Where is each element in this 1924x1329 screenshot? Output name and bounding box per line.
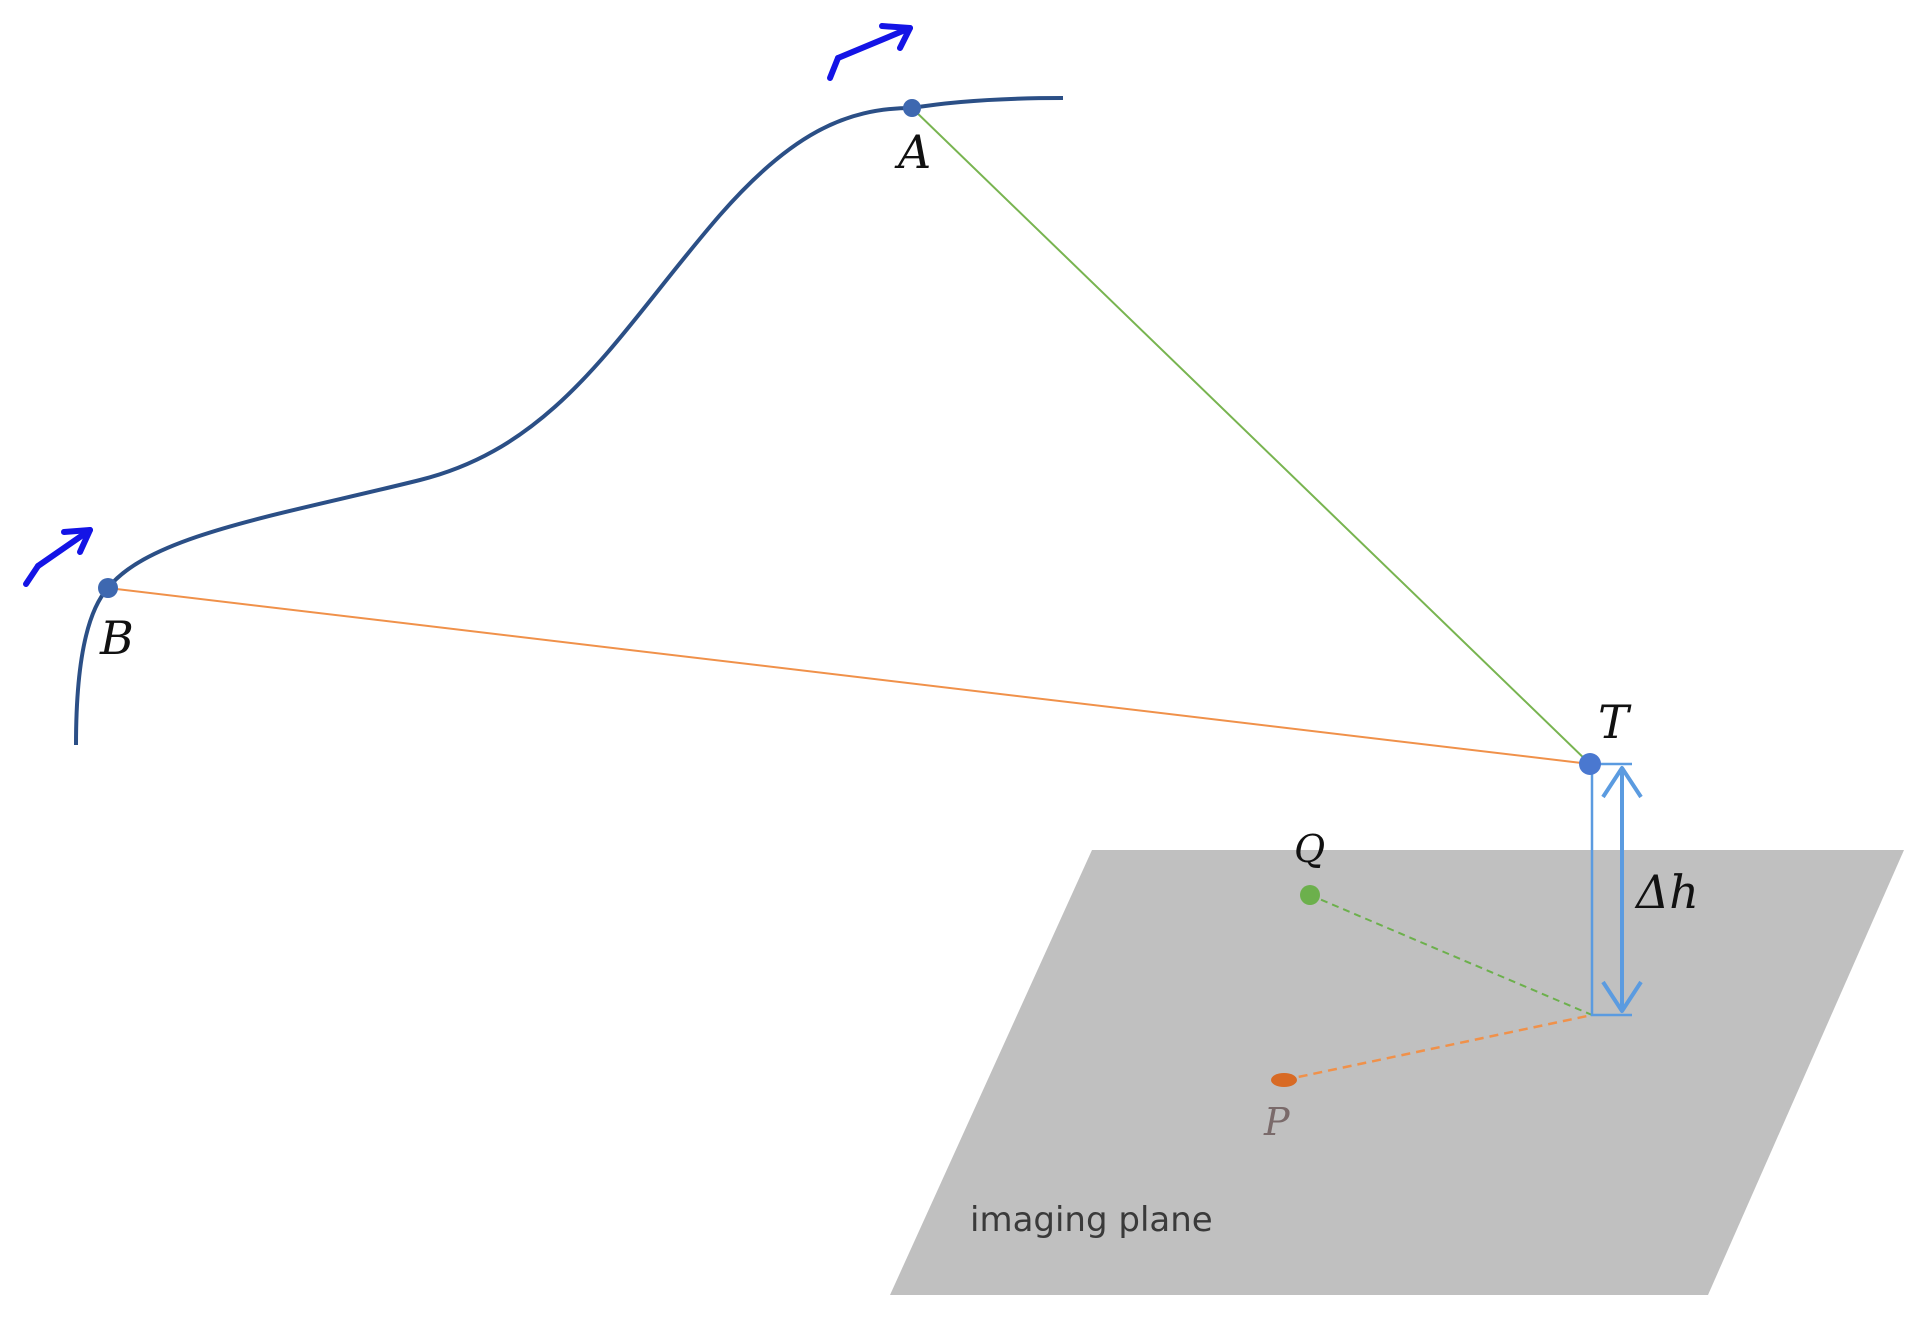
trajectory-curve bbox=[74, 96, 1064, 746]
line-a-t bbox=[911, 107, 1591, 765]
label-a: A bbox=[894, 125, 931, 179]
label-t: T bbox=[1598, 695, 1632, 749]
label-p: P bbox=[1263, 1100, 1291, 1144]
label-b: B bbox=[99, 611, 134, 665]
delta-h-label: Δh bbox=[1634, 865, 1699, 919]
motion-arrow-icon bbox=[23, 527, 93, 587]
point-p bbox=[1271, 1073, 1297, 1087]
delta-h-bracket bbox=[1590, 762, 1632, 1017]
imaging-plane bbox=[890, 850, 1904, 1295]
point-a bbox=[903, 99, 921, 117]
point-q bbox=[1300, 885, 1320, 905]
delta-h-arrow-head-bottom bbox=[1601, 980, 1643, 1013]
point-b bbox=[98, 578, 118, 598]
motion-arrow-icon bbox=[827, 23, 913, 81]
projection-q bbox=[1309, 894, 1593, 1016]
label-q: Q bbox=[1294, 827, 1325, 871]
line-b-t bbox=[107, 587, 1591, 765]
delta-h-arrow-head-top bbox=[1601, 766, 1643, 799]
imaging-plane-label: imaging plane bbox=[970, 1200, 1213, 1240]
projection-p bbox=[1283, 1013, 1593, 1082]
point-t bbox=[1579, 753, 1601, 775]
